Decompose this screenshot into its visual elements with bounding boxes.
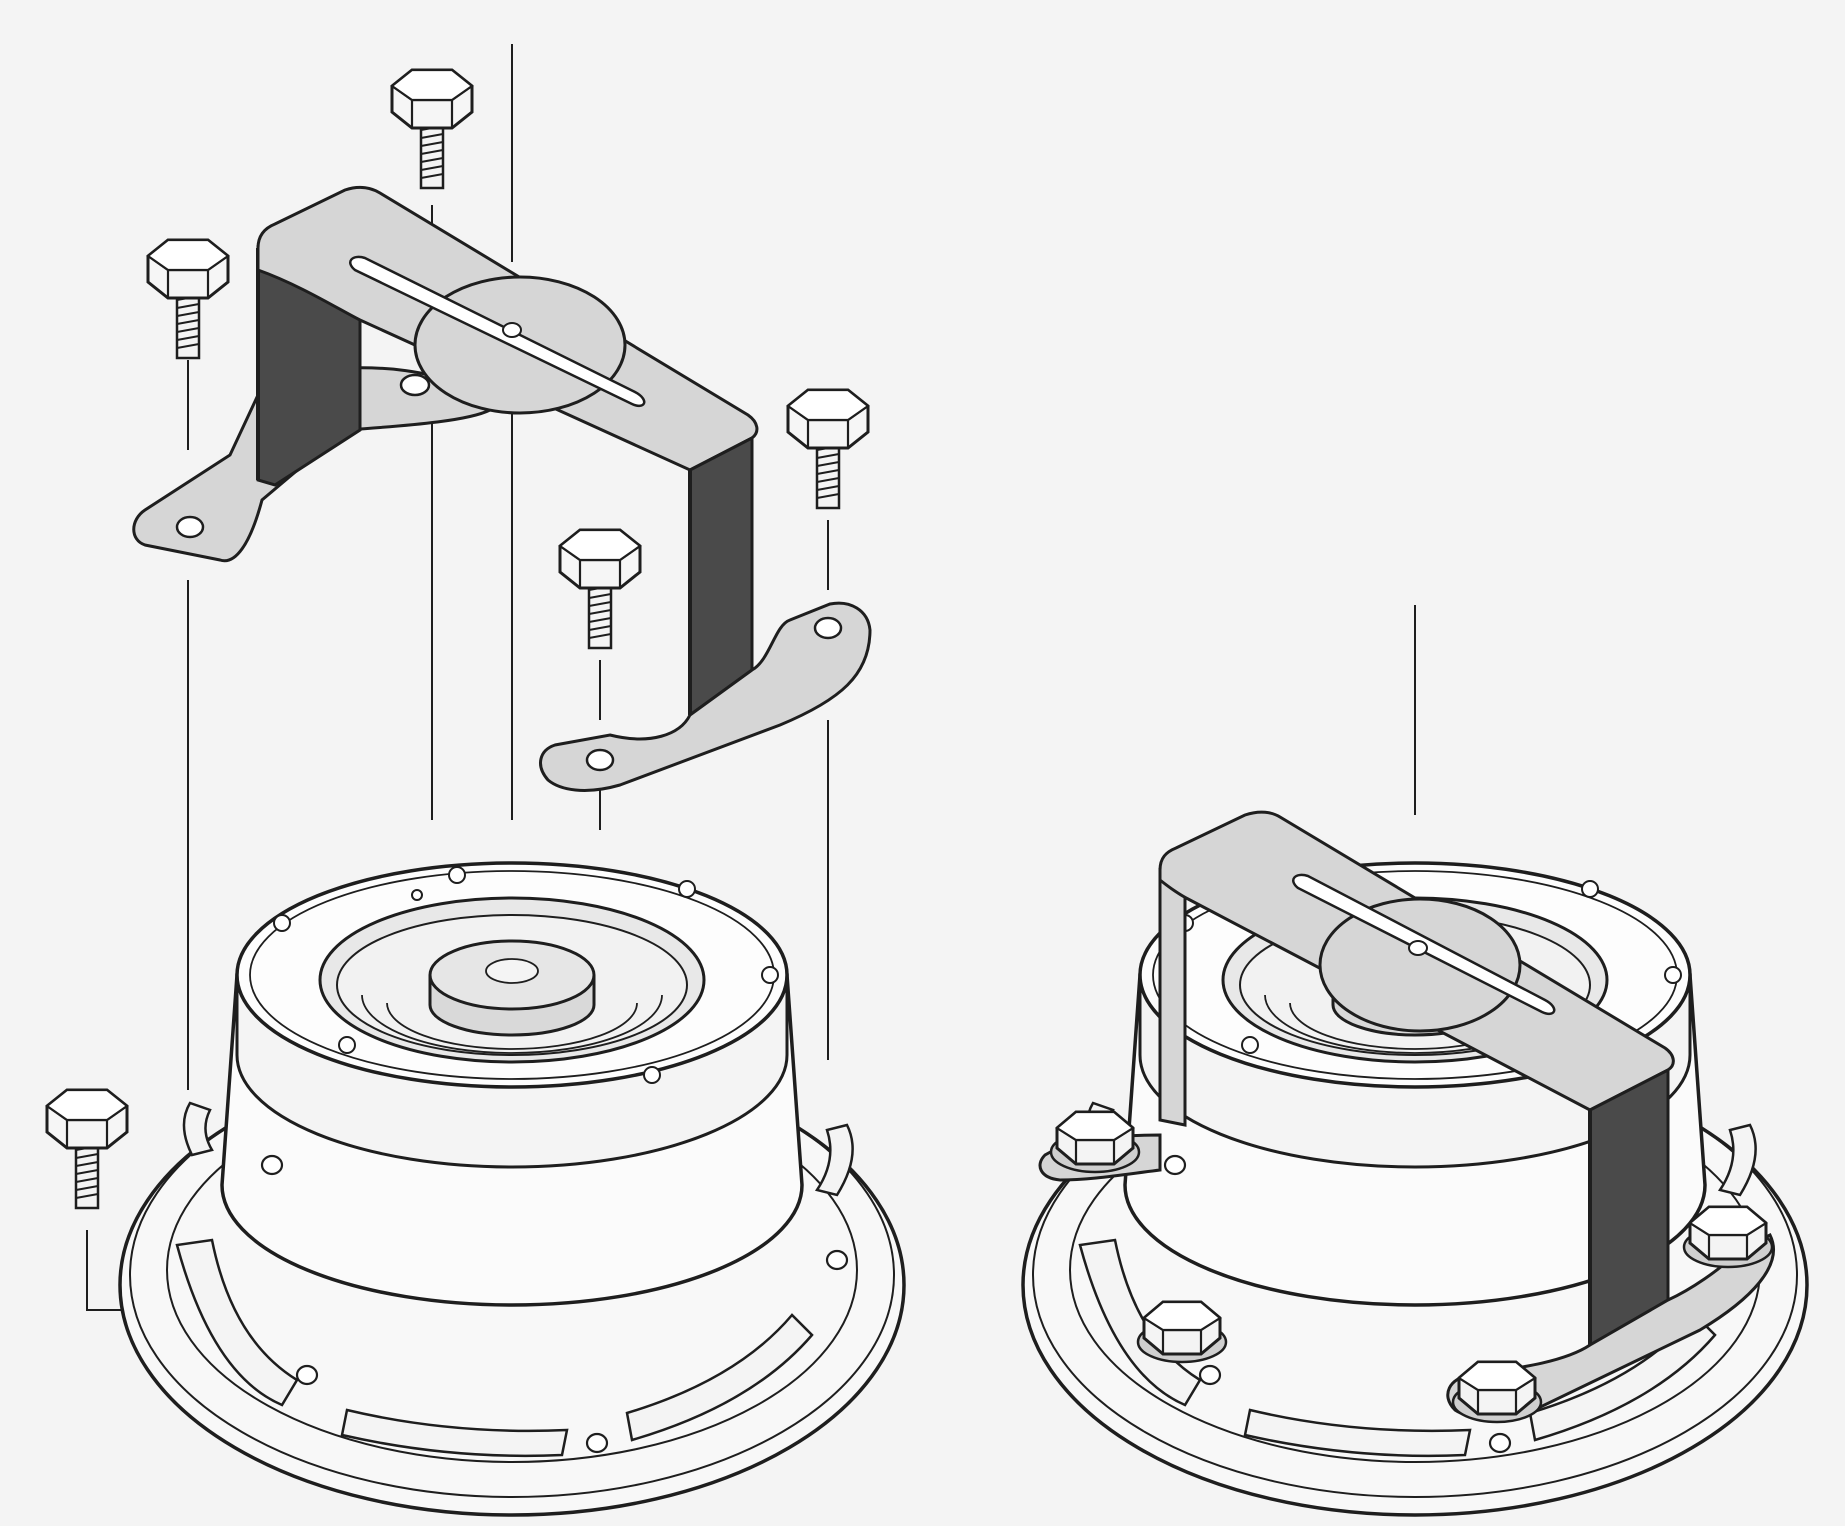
speaker-housing (118, 861, 906, 1517)
installed-bolt-right (1682, 1205, 1774, 1269)
assembly-guide-lines (86, 44, 829, 1500)
mounting-bracket (132, 185, 872, 792)
installed-bolt-front (1136, 1300, 1228, 1364)
assembled-view (1021, 605, 1809, 1517)
installed-bolt-left (1049, 1110, 1141, 1174)
hex-bolt-top (390, 68, 474, 190)
hex-bolt-bottom (45, 1088, 129, 1210)
installed-bolt-bracket (1451, 1360, 1543, 1424)
exploded-view (45, 44, 906, 1517)
hex-bolt-left (146, 238, 230, 360)
hex-bolt-center (558, 528, 642, 650)
hex-bolt-right (786, 388, 870, 510)
